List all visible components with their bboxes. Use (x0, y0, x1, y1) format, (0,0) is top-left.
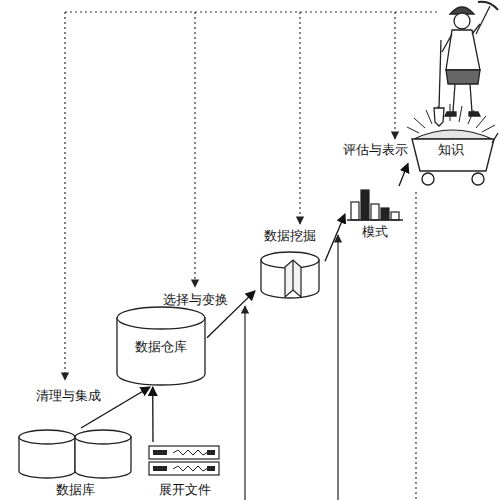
knowledge-cart: 知识 (408, 125, 498, 189)
node-label: 模式 (345, 224, 405, 240)
mining-cylinder: 数据挖掘 (255, 228, 325, 302)
flow-arrow (152, 387, 154, 442)
node-label: 展开文件 (145, 482, 225, 498)
node-label: 数据挖掘 (255, 228, 325, 244)
feedback-line (299, 12, 300, 224)
warehouse-cylinder: 数据仓库 (115, 305, 207, 387)
feedback-lines (65, 12, 440, 500)
feedback-line (394, 12, 395, 139)
step-label: 评估与表示 (333, 142, 417, 158)
feedback-line (415, 192, 416, 500)
node-label: 数据库 (15, 482, 135, 498)
step-label: 选择与变换 (153, 292, 237, 308)
feedback-line (64, 12, 65, 380)
node-label: 知识 (416, 142, 486, 158)
database-icon: 数据库 (15, 428, 135, 500)
feedback-line (65, 11, 440, 12)
step-label: 清理与集成 (26, 388, 110, 404)
input-lines (245, 235, 338, 500)
flat-file-icon: 展开文件 (145, 442, 225, 500)
input-line (337, 235, 338, 500)
flow-arrow (399, 163, 408, 186)
flow-arrow (207, 291, 255, 338)
knowledge-sparkles (407, 104, 495, 133)
flow-arrow (325, 214, 345, 261)
input-line (244, 306, 245, 500)
node-label: 数据仓库 (115, 339, 207, 355)
flow-arrow (81, 387, 150, 428)
feedback-line (194, 12, 195, 287)
pattern-chart: 模式 (345, 186, 405, 242)
miner-figure (434, 2, 498, 126)
